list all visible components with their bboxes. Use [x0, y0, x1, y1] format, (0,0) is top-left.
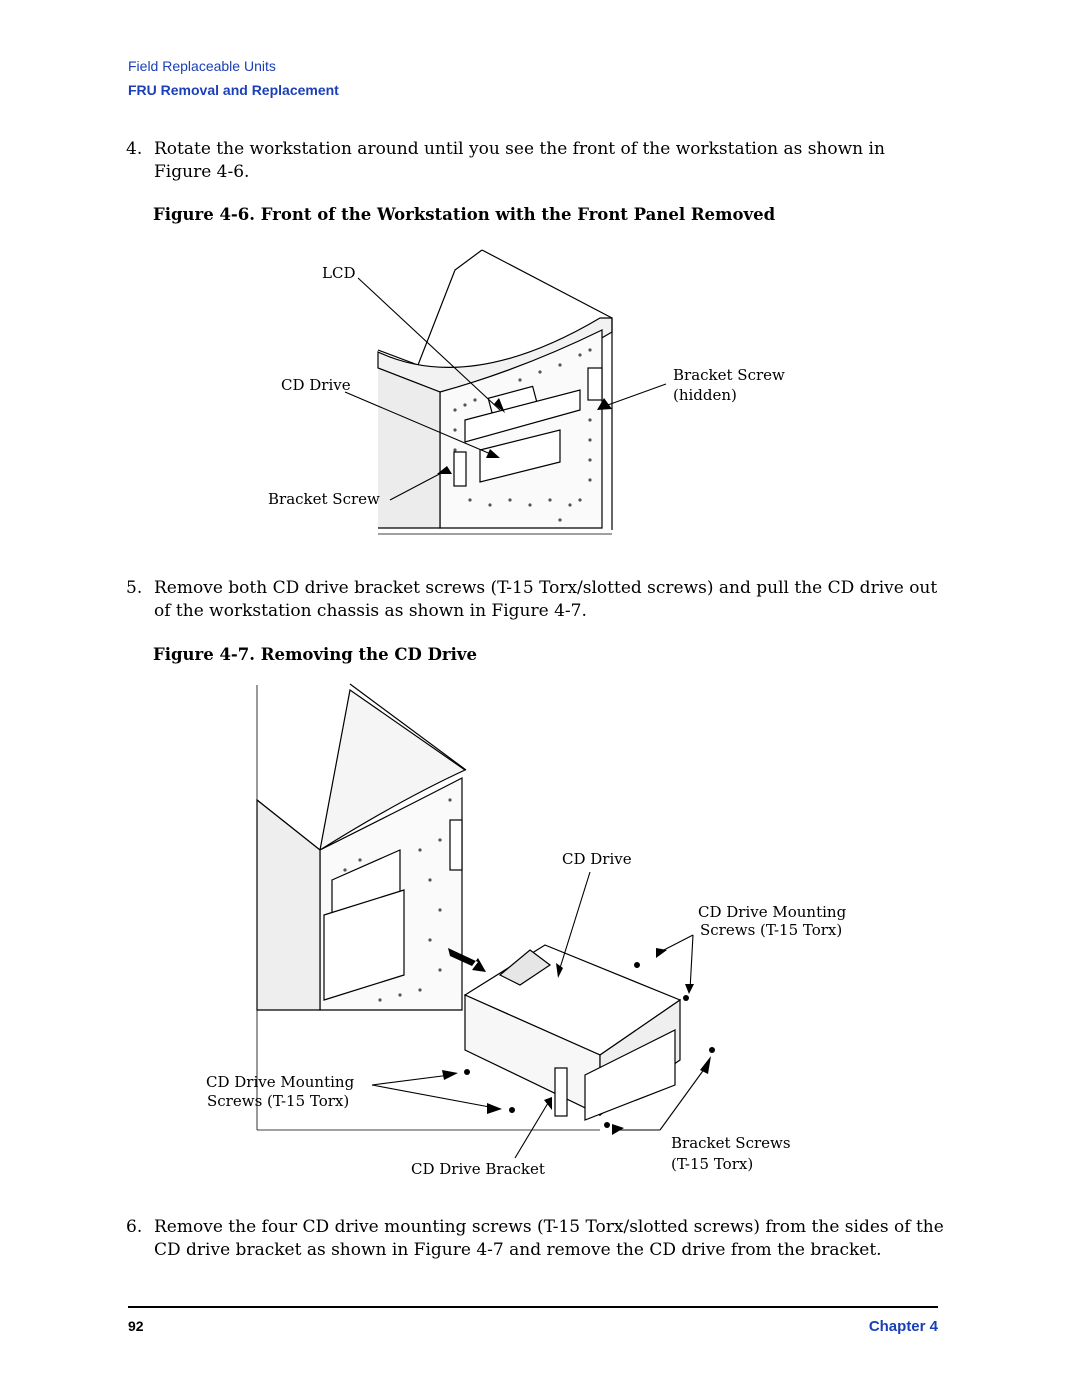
- figure-4-7-illustration: CD Drive CD Drive Mounting Screws (T-15 …: [206, 683, 847, 1178]
- running-header-section: Field Replaceable Units: [128, 58, 276, 74]
- label-bracket-screws-line2: (T-15 Torx): [671, 1155, 753, 1173]
- figure-4-6-illustration: LCD CD Drive Bracket Screw (hidden) Brac…: [268, 249, 785, 535]
- step-number: 5.: [126, 578, 143, 598]
- step-5: 5. Remove both CD drive bracket screws (…: [126, 577, 946, 623]
- page-number: 92: [128, 1318, 144, 1334]
- step-number: 4.: [126, 139, 143, 159]
- label-cd-drive: CD Drive: [562, 850, 632, 868]
- label-bracket-screw-hidden-line2: (hidden): [673, 386, 737, 404]
- step-text: Rotate the workstation around until you …: [154, 139, 885, 182]
- step-4: 4. Rotate the workstation around until y…: [126, 138, 946, 184]
- label-mounting-screws-left-line1: CD Drive Mounting: [206, 1073, 355, 1091]
- footer-rule: [128, 1306, 938, 1308]
- step-number: 6.: [126, 1217, 143, 1237]
- step-text: Remove both CD drive bracket screws (T-1…: [154, 578, 938, 621]
- running-header-subsection: FRU Removal and Replacement: [128, 82, 339, 98]
- label-bracket-screw: Bracket Screw: [268, 490, 380, 508]
- label-bracket-screws-line1: Bracket Screws: [671, 1134, 791, 1152]
- chapter-label: Chapter 4: [868, 1318, 938, 1335]
- label-mounting-screws-right-line1: CD Drive Mounting: [698, 903, 847, 921]
- label-mounting-screws-left-line2: Screws (T-15 Torx): [207, 1092, 349, 1110]
- label-cd-drive: CD Drive: [281, 376, 351, 394]
- label-cd-drive-bracket: CD Drive Bracket: [411, 1160, 545, 1178]
- step-text: Remove the four CD drive mounting screws…: [154, 1217, 944, 1260]
- label-lcd: LCD: [322, 264, 355, 282]
- figure-4-7-caption: Figure 4-7. Removing the CD Drive: [153, 645, 477, 664]
- label-bracket-screw-hidden-line1: Bracket Screw: [673, 366, 785, 384]
- figure-4-6-caption: Figure 4-6. Front of the Workstation wit…: [153, 205, 776, 224]
- label-mounting-screws-right-line2: Screws (T-15 Torx): [700, 921, 842, 939]
- step-6: 6. Remove the four CD drive mounting scr…: [126, 1216, 946, 1262]
